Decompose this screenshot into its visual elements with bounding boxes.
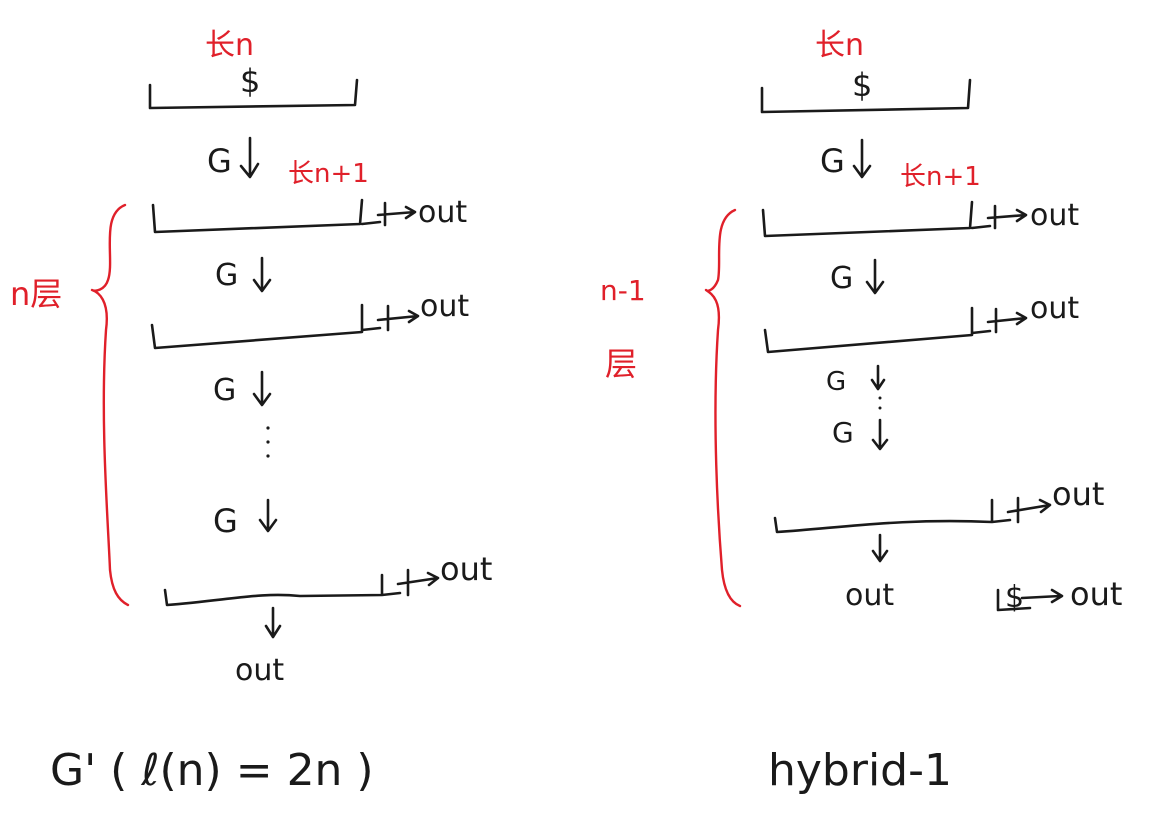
right-caption: hybrid-1 [768, 745, 952, 796]
right-g3-label: G [826, 367, 846, 397]
right-seed-bracket [760, 78, 972, 114]
right-out1-arrow [986, 204, 1028, 230]
right-layer-brace [704, 208, 742, 608]
left-g2-arrow [252, 256, 272, 293]
left-seed-symbol: $ [240, 62, 260, 100]
right-diagram: 长n $ G 长n+1 n-1 层 out G out G G out [600, 28, 1122, 796]
right-output-length-label: 长n+1 [900, 162, 981, 192]
right-level1-bracket [761, 200, 992, 238]
left-g3-label: G [213, 373, 236, 408]
left-output-length-label: 长n+1 [288, 159, 369, 189]
right-out1-label: out [1030, 198, 1079, 233]
left-bottom-out-label: out [235, 653, 284, 688]
right-random-out-label: out [1070, 575, 1122, 613]
left-caption: G' ( ℓ(n) = 2n ) [50, 745, 374, 796]
right-out2-label: out [1030, 291, 1079, 326]
right-random-symbol: $ [1005, 580, 1024, 615]
right-g4-arrow [871, 418, 889, 451]
left-layer-count-label: n层 [10, 275, 62, 313]
right-bottom-out-label: out [845, 578, 894, 613]
left-out2-label: out [420, 289, 469, 324]
right-layer-count-label-2: 层 [605, 345, 637, 383]
right-ellipsis [878, 396, 882, 410]
right-g3-arrow [870, 364, 886, 391]
right-g2-label: G [830, 261, 853, 296]
left-layer-brace [90, 203, 130, 607]
left-out1-label: out [418, 195, 467, 230]
left-out3-label: out [440, 550, 492, 588]
right-out2-arrow [986, 307, 1028, 334]
right-g4-label: G [832, 416, 854, 449]
right-layer-count-label-1: n-1 [600, 274, 646, 307]
right-random-arrow [1020, 588, 1064, 604]
right-level-last-bracket [773, 498, 1012, 534]
left-level-last-bracket [163, 573, 402, 607]
right-random-mark [996, 588, 1032, 612]
left-out1-arrow [376, 201, 417, 227]
right-g1-arrow [852, 138, 872, 179]
right-bottom-arrow [871, 533, 889, 563]
left-level1-bracket [151, 198, 382, 234]
left-diagram: 长n $ G 长n+1 n层 out G out G G out [10, 28, 492, 796]
left-g1-label: G [207, 142, 232, 180]
right-seed-symbol: $ [852, 66, 872, 104]
left-seed-bracket [148, 78, 359, 110]
right-level2-bracket [763, 306, 992, 354]
left-level2-bracket [150, 303, 382, 350]
left-g2-label: G [215, 258, 238, 293]
left-g4-label: G [213, 502, 238, 540]
left-g3-arrow [252, 370, 272, 407]
right-seed-length-label: 长n [815, 28, 864, 63]
right-g1-label: G [820, 142, 845, 180]
left-out3-arrow [396, 568, 440, 597]
left-g1-arrow [239, 136, 260, 179]
left-seed-length-label: 长n [205, 28, 254, 63]
left-out2-arrow [376, 304, 420, 332]
left-bottom-arrow [264, 606, 282, 639]
right-out3-arrow [1006, 496, 1052, 524]
right-out3-label: out [1052, 475, 1104, 513]
left-ellipsis [266, 426, 270, 458]
right-g2-arrow [865, 258, 885, 295]
left-g4-arrow [258, 498, 278, 533]
